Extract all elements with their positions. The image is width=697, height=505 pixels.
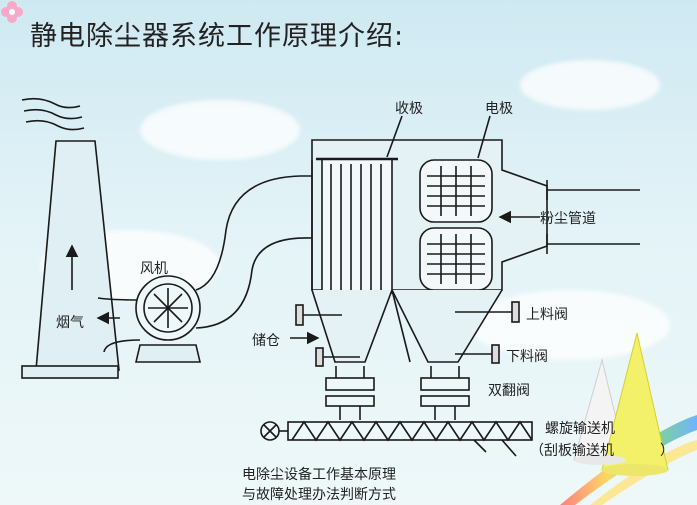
label-upper-valve: 上料阀 — [526, 307, 568, 323]
label-fan: 风机 — [140, 261, 168, 277]
smoke-wisp — [23, 108, 83, 120]
upper-valve — [295, 304, 304, 326]
hopper — [391, 289, 503, 363]
label-scraper: （刮板输送机 — [530, 443, 614, 459]
page-title: 静电除尘器系统工作原理介绍: — [30, 21, 405, 52]
double-valve — [325, 377, 375, 391]
duct-fan-chimney — [103, 339, 141, 353]
duct-fan-precipitator — [195, 237, 313, 329]
label-hopper: 储仓 — [252, 333, 280, 349]
caption-line2: 与故障处理办法判断方式 — [242, 487, 396, 503]
duct-fan-chimney — [97, 297, 141, 301]
fan — [143, 283, 193, 333]
screw-conveyor — [291, 420, 533, 442]
label-lower-valve: 下料阀 — [506, 349, 548, 365]
label-scraper-close: ） — [660, 443, 674, 459]
double-valve — [420, 395, 470, 407]
lower-valve — [315, 347, 324, 367]
double-valve — [325, 395, 375, 407]
label-collector: 收极 — [395, 101, 423, 117]
caption-line1: 电除尘设备工作基本原理 — [242, 467, 396, 483]
flower-icon — [1, 1, 23, 23]
cloud — [140, 100, 300, 160]
label-smoke: 烟气 — [56, 315, 84, 331]
chimney — [35, 140, 120, 371]
label-conveyor: 螺旋输送机 — [545, 421, 615, 437]
smoke-wisp — [21, 97, 81, 109]
hopper — [311, 289, 393, 363]
label-double-valve: 双翻阀 — [488, 383, 530, 399]
label-dust-pipe: 粉尘管道 — [540, 211, 596, 227]
chimney-base — [21, 365, 119, 379]
cloud — [520, 60, 660, 110]
cone-decoration — [574, 455, 626, 465]
smoke-wisp — [25, 119, 85, 131]
upper-valve — [511, 301, 520, 323]
double-valve — [420, 377, 470, 391]
lower-valve — [491, 344, 500, 364]
fan-base — [134, 344, 202, 363]
cone-decoration — [602, 464, 668, 476]
pointer — [477, 115, 491, 159]
label-electrode: 电极 — [485, 101, 513, 117]
duct-fan-precipitator — [195, 175, 314, 291]
pointer — [386, 115, 403, 158]
